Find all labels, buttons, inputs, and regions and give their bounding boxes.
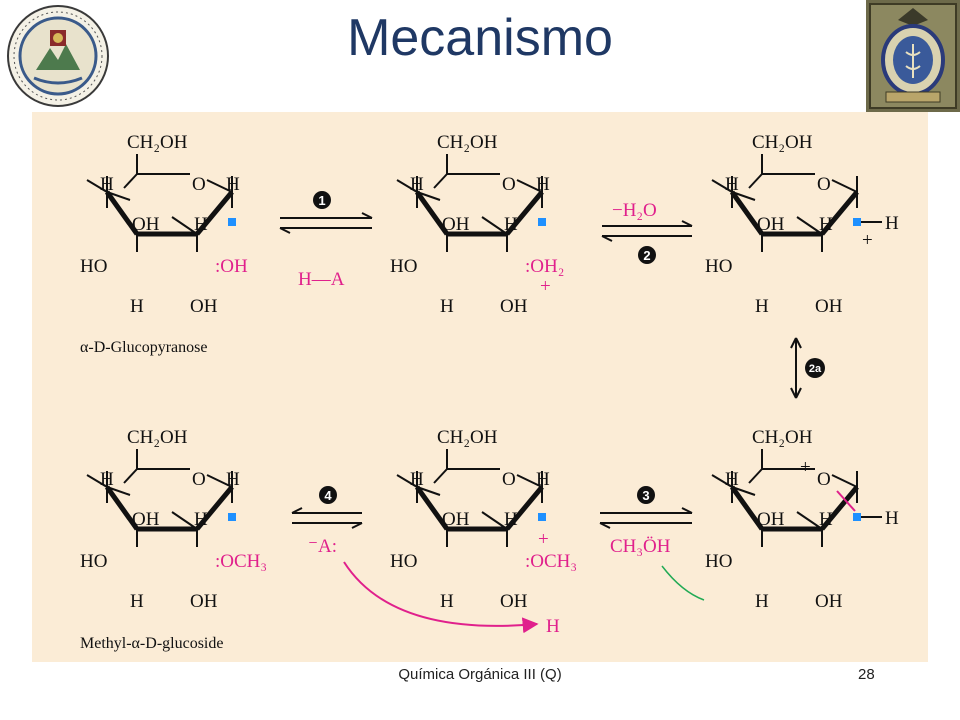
charge-label: +: [538, 529, 549, 550]
h-label: H: [725, 469, 739, 490]
h-label: H: [226, 174, 240, 195]
methanol-reagent: CH₃ÖH: [610, 536, 671, 557]
h-label: H: [536, 174, 550, 195]
oh-label: OH: [132, 214, 160, 235]
ho-label: HO: [390, 551, 417, 572]
h-label: H: [130, 591, 144, 612]
h-label: H: [100, 174, 114, 195]
oh-label: OH: [190, 296, 218, 317]
structure-methyl-glucoside: CH₂OH O H H OH H HO H OH :OCH₃: [80, 427, 267, 612]
ch2oh-label: CH₂OH: [752, 132, 813, 153]
ho-label: HO: [705, 256, 732, 277]
charge-label: +: [862, 230, 873, 251]
oh-label: OH: [500, 591, 528, 612]
resonance-arrow-step2a: 2a: [790, 337, 825, 399]
h-label: H: [440, 591, 454, 612]
anomeric-substituent: :OCH₃: [525, 551, 577, 572]
structure-protonated-glycoside: CH₂OH O H H OH H HO H OH :OCH₃ +: [390, 427, 577, 612]
ho-label: HO: [390, 256, 417, 277]
h-label: H: [504, 509, 518, 530]
anomeric-substituent: :OCH₃: [215, 551, 267, 572]
ring-oxygen: O: [192, 174, 206, 195]
university-seal-logo: [6, 4, 110, 108]
h-label: H: [755, 591, 769, 612]
step-number: 2: [643, 248, 650, 263]
equilibrium-arrow-step2: −H₂O 2: [601, 200, 693, 264]
ring-oxygen: O: [817, 469, 831, 490]
mechanism-figure: CH₂OH O H H OH H HO H OH :OH α-D-Glucopy…: [32, 112, 928, 662]
ho-label: HO: [705, 551, 732, 572]
h-label: H: [194, 509, 208, 530]
ring-oxygen: O: [502, 174, 516, 195]
ho-label: HO: [80, 256, 107, 277]
oh-label: OH: [442, 214, 470, 235]
ho-label: HO: [80, 551, 107, 572]
equilibrium-arrow-step3: 3 CH₃ÖH: [599, 486, 705, 601]
h-label: H: [819, 214, 833, 235]
caption-methyl-glucoside: Methyl-α-D-glucoside: [80, 635, 223, 652]
caption-glucopyranose: α-D-Glucopyranose: [80, 339, 207, 356]
ring-oxygen: O: [817, 174, 831, 195]
oh-label: OH: [815, 296, 843, 317]
h-label: H: [194, 214, 208, 235]
step-number: 4: [324, 488, 332, 503]
ring-oxygen: O: [192, 469, 206, 490]
h-label: H: [100, 469, 114, 490]
water-reagent: −H₂O: [612, 200, 657, 221]
oh-label: OH: [815, 591, 843, 612]
h-label: H: [226, 469, 240, 490]
h-label: H: [725, 174, 739, 195]
charge-label: +: [540, 276, 551, 297]
ch2oh-label: CH₂OH: [127, 132, 188, 153]
oh-label: OH: [132, 509, 160, 530]
anomeric-substituent: :OH: [215, 256, 248, 277]
slide-title: Mecanismo: [347, 9, 613, 67]
h-label: H: [504, 214, 518, 235]
h-label: H: [536, 469, 550, 490]
oh-label: OH: [757, 509, 785, 530]
ch2oh-label: CH₂OH: [437, 132, 498, 153]
base-reagent: ⁻A:: [308, 536, 337, 557]
proton-label: H: [546, 616, 560, 637]
h-label: H: [410, 469, 424, 490]
h-label: H: [410, 174, 424, 195]
acid-reagent: H—A: [298, 269, 345, 290]
oh-label: OH: [190, 591, 218, 612]
h-label: H: [819, 509, 833, 530]
ch2oh-label: CH₂OH: [437, 427, 498, 448]
anomeric-substituent: :OH₂: [525, 256, 564, 277]
page-number: 28: [858, 666, 875, 683]
charge-label: +: [800, 457, 811, 478]
structure-oxocarbenium: CH₂OH O H OH H HO H OH H +: [705, 427, 899, 612]
structure-carbocation: CH₂OH O H OH H HO H OH H +: [705, 132, 899, 317]
structure-glucopyranose: CH₂OH O H H OH H HO H OH :OH: [80, 132, 248, 317]
structure-protonated: CH₂OH O H H OH H HO H OH :OH₂ +: [390, 132, 564, 317]
faculty-crest-logo: [866, 0, 960, 112]
footer-course: Química Orgánica III (Q): [398, 666, 562, 683]
equilibrium-arrow-step1: 1: [279, 191, 373, 234]
step-number: 1: [318, 193, 325, 208]
h-label: H: [440, 296, 454, 317]
h-label: H: [755, 296, 769, 317]
step-number: 3: [642, 488, 649, 503]
oh-label: OH: [500, 296, 528, 317]
ch2oh-label: CH₂OH: [127, 427, 188, 448]
ring-oxygen: O: [502, 469, 516, 490]
equilibrium-arrow-step4: 4 ⁻A:: [291, 486, 539, 634]
ch2oh-label: CH₂OH: [752, 427, 813, 448]
h-label: H: [885, 213, 899, 234]
h-label: H: [885, 508, 899, 529]
oh-label: OH: [757, 214, 785, 235]
h-label: H: [130, 296, 144, 317]
step-number: 2a: [809, 363, 822, 375]
oh-label: OH: [442, 509, 470, 530]
